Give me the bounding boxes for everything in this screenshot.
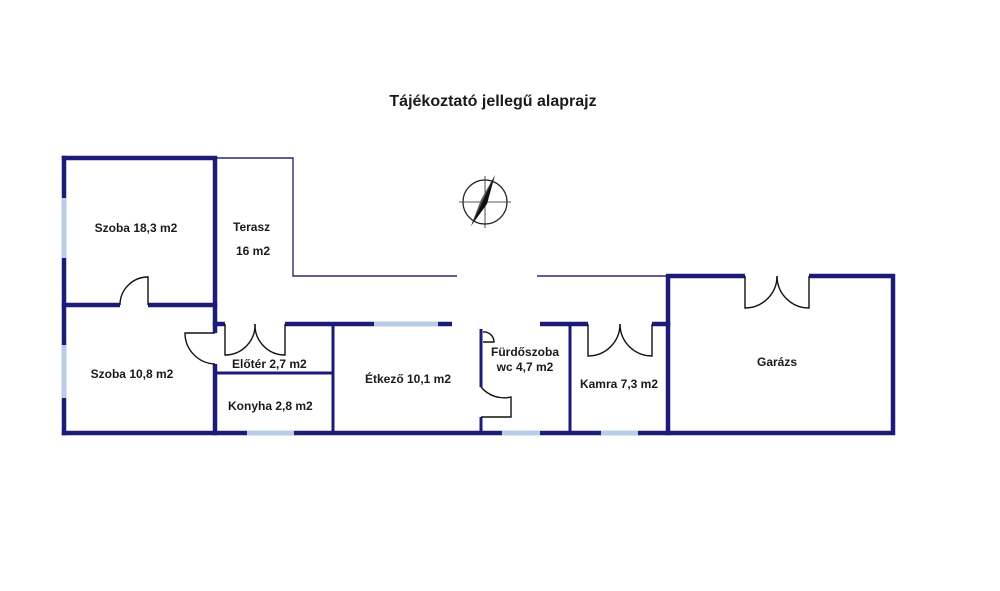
room-label-szoba-large: Szoba 18,3 m2 bbox=[95, 221, 178, 235]
room-label-kamra: Kamra 7,3 m2 bbox=[580, 377, 658, 391]
room-label-etkezo: Étkező 10,1 m2 bbox=[365, 371, 451, 386]
room-label-eloter: Előtér 2,7 m2 bbox=[232, 357, 307, 371]
north-arrow-icon bbox=[459, 175, 511, 228]
openings bbox=[452, 270, 540, 329]
room-label-furdoszoba: Fürdőszoba bbox=[491, 345, 559, 359]
room-label-szoba-small: Szoba 10,8 m2 bbox=[91, 367, 174, 381]
windows bbox=[61, 198, 638, 436]
room-area-terasz: 16 m2 bbox=[236, 244, 270, 258]
doors bbox=[119, 273, 810, 418]
room-area-furdoszoba: wc 4,7 m2 bbox=[496, 360, 554, 374]
plan-title: Tájékoztató jellegű alaprajz bbox=[389, 93, 596, 110]
room-label-terasz: Terasz bbox=[233, 220, 270, 234]
room-label-garazs: Garázs bbox=[757, 355, 797, 369]
room-label-konyha: Konyha 2,8 m2 bbox=[228, 399, 313, 413]
terrace-outline bbox=[215, 157, 668, 277]
